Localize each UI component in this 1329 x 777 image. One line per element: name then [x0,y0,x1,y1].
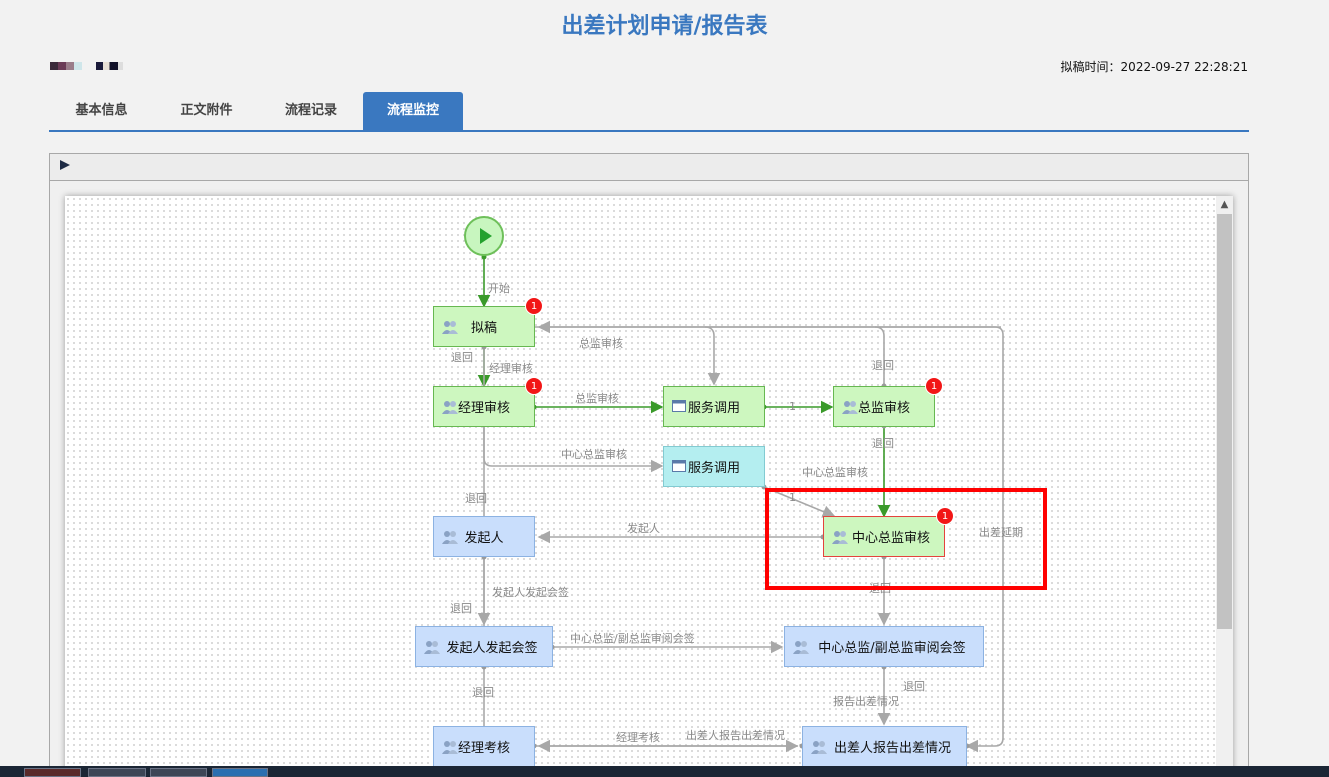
pending-count-badge: 1 [925,377,943,395]
monitor-panel-header [49,153,1249,181]
edge-label: 中心总监审核 [561,448,627,461]
user-group-icon [424,640,440,658]
node-service-call[interactable]: 服务调用 [663,386,765,427]
edge-label: 退回 [872,437,894,450]
node-manager-assess[interactable]: 经理考核 [433,726,535,767]
edge-label: 退回 [903,680,925,693]
window-icon [672,399,686,416]
edge-mgr-to-service2 [483,407,664,473]
os-taskbar [0,766,1329,777]
edge-label: 退回 [872,359,894,372]
taskbar-app-button[interactable] [150,768,207,777]
node-service-call-2[interactable]: 服务调用 [663,446,765,487]
user-group-icon [442,320,458,338]
pending-count-badge: 1 [525,377,543,395]
scroll-up-arrow-icon[interactable]: ▲ [1220,199,1229,210]
node-traveler-report[interactable]: 出差人报告出差情况 [802,726,967,767]
play-icon [480,228,492,244]
edge-label: 出差人报告出差情况 [686,729,785,742]
taskbar-app-button[interactable] [88,768,146,777]
page-title: 出差计划申请/报告表 [561,14,768,39]
edge-label: 退回 [451,351,473,364]
edge-label: 报告出差情况 [833,695,899,708]
current-step-highlight [765,488,1047,590]
edge-label: 中心总监审核 [802,466,868,479]
taskbar-app-button[interactable] [212,768,268,777]
edge-label: 总监审核 [579,337,623,350]
node-chief-review[interactable]: 总监审核 [833,386,935,427]
tab-basic-info[interactable]: 基本信息 [75,103,128,118]
node-center-countersign[interactable]: 中心总监/副总监审阅会签 [784,626,984,667]
tab-bar: 基本信息 正文附件 流程记录 流程监控 [49,92,1249,132]
play-arrow-icon[interactable] [60,160,70,170]
flow-start-node[interactable] [464,216,504,256]
vertical-scrollbar[interactable]: ▲ [1216,196,1233,777]
node-initiator-countersign[interactable]: 发起人发起会签 [415,626,553,667]
user-dept-redacted [96,62,130,70]
user-group-icon [793,640,809,658]
edge-label: 出差延期 [979,526,1023,539]
taskbar-app-button[interactable] [24,768,81,777]
edge-label: 发起人 [627,522,660,535]
edge-label: 总监审核 [575,392,619,405]
edge-label: 退回 [450,602,472,615]
edge-label: 退回 [472,686,494,699]
edge-label: 经理考核 [616,731,660,744]
edge-label: 开始 [488,282,510,295]
user-group-icon [442,740,458,758]
edge-label: 经理审核 [489,362,533,375]
edge-label: 1 [789,491,796,504]
node-center-director-review[interactable]: 中心总监审核 [823,516,945,557]
edge-draft-chief [874,326,885,384]
user-group-icon [442,530,458,548]
edge-draft-to-service [704,326,721,386]
edge-label: 发起人发起会签 [492,586,569,599]
user-name-redacted [50,62,82,70]
draft-time: 拟稿时间：2022-09-27 22:28:21 [1060,60,1248,74]
window-icon [672,459,686,476]
edge-label: 中心总监/副总监审阅会签 [570,632,695,645]
scroll-thumb[interactable] [1217,214,1232,629]
user-group-icon [811,740,827,758]
node-manager-review[interactable]: 经理审核 [433,386,535,427]
node-initiator[interactable]: 发起人 [433,516,535,557]
user-group-icon [842,400,858,418]
pending-count-badge: 1 [525,297,543,315]
tab-flow-monitor[interactable]: 流程监控 [363,92,463,130]
tab-flow-records[interactable]: 流程记录 [284,103,337,118]
user-group-icon [832,530,848,548]
node-draft[interactable]: 拟稿 [433,306,535,347]
flow-canvas: 拟稿 1 经理审核 1 服务调用 总监审核 1 服务调用 中心总监审核 1 发起… [65,196,1233,777]
edge-label: 1 [789,400,796,413]
tab-attachments[interactable]: 正文附件 [180,103,233,118]
edge-label: 退回 [465,492,487,505]
flow-edges [477,254,1004,753]
user-group-icon [442,400,458,418]
pending-count-badge: 1 [936,507,954,525]
